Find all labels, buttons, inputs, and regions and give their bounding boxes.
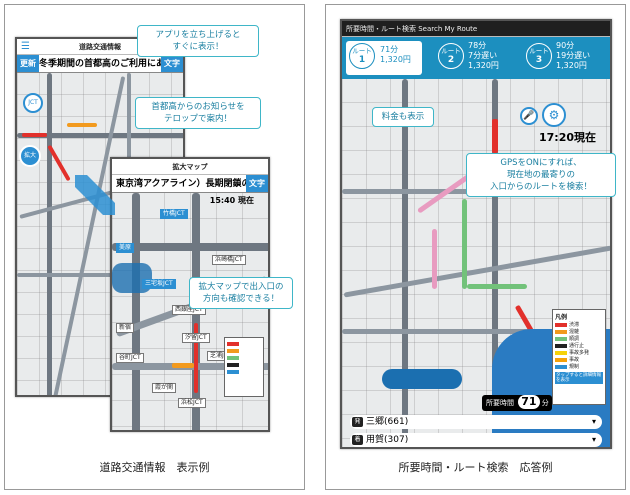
destination-text: 用賀(307) bbox=[366, 435, 409, 445]
callout-telop: 首都高からのお知らせを テロップで案内！ bbox=[135, 97, 261, 129]
right-caption: 所要時間・ルート検索 応答例 bbox=[398, 461, 553, 474]
refresh-tag[interactable]: 更新 bbox=[17, 55, 39, 72]
label-takebashi: 竹橋JCT bbox=[160, 209, 188, 219]
legend-note: タップすると詳細情報を表示 bbox=[555, 372, 603, 384]
news-ticker[interactable]: 更新 冬季期間の首都高のご利用にあたっ 文字 bbox=[17, 55, 183, 73]
route-2-time: 78分 bbox=[468, 41, 487, 50]
traffic-title: 道路交通情報 bbox=[79, 43, 121, 51]
route-legend[interactable]: 凡例 渋滞 混雑 順調 通行止 事故多発 事故 規制 タップすると詳細情報を表示 bbox=[552, 309, 606, 405]
label-tanimachi: 谷町JCT bbox=[116, 353, 144, 363]
label-shiodome: 汐留JCT bbox=[182, 333, 210, 343]
text-tag[interactable]: 文字 bbox=[161, 55, 183, 72]
zoom-time: 15:40 現在 bbox=[209, 196, 254, 205]
arrow-icon bbox=[75, 175, 115, 215]
zoom-text-tag[interactable]: 文字 bbox=[246, 175, 268, 192]
callout-fare: 料金も表示 bbox=[372, 107, 434, 127]
origin-field[interactable]: 発 三郷(661) ▾ bbox=[350, 415, 602, 429]
destination-tag: 着 bbox=[352, 435, 363, 445]
label-hamamatsu: 浜松JCT bbox=[178, 398, 206, 408]
route-time: 17:20現在 bbox=[538, 131, 596, 144]
legend-title: 凡例 bbox=[555, 314, 568, 321]
callout-gps: GPSをONにすれば、 現在地の最寄りの 入口からのルートを検索！ bbox=[466, 153, 616, 197]
origin-text: 三郷(661) bbox=[366, 417, 409, 427]
label-miyakezaka: 三宅坂JCT bbox=[142, 279, 176, 289]
duration-box: 所要時間 71 分 bbox=[482, 395, 552, 411]
gps-icon[interactable]: ⚙ bbox=[542, 103, 566, 127]
zoom-ticker[interactable]: 東京湾アクアライン）長期閉鎖のお 文字 bbox=[112, 175, 268, 193]
menu-icon[interactable]: ☰ bbox=[21, 41, 30, 52]
zoom-map[interactable]: 15:40 現在 竹橋JCT 浜崎橋JCT 三宅坂JCT 西銀座JCT 汐留JC… bbox=[112, 193, 268, 430]
label-nishiginza: 西銀座JCT bbox=[172, 305, 206, 315]
zoom-title: 拡大マップ bbox=[172, 163, 208, 171]
chevron-down-icon[interactable]: ▾ bbox=[591, 417, 596, 426]
route-1-time: 71分 bbox=[380, 45, 399, 54]
callout-launch: アプリを立ち上げると すぐに表示！ bbox=[137, 25, 259, 57]
label-hamazakibashi: 浜崎橋JCT bbox=[212, 255, 246, 265]
voice-icon[interactable]: 🎤 bbox=[520, 107, 538, 125]
label-shinjuku: 新宿 bbox=[116, 323, 135, 333]
route-2-fare: 1,320円 bbox=[468, 61, 499, 70]
label-mihara: 美原 bbox=[116, 243, 135, 253]
zoom-button[interactable]: 拡大 bbox=[19, 145, 41, 167]
ticker-text: 冬季期間の首都高のご利用にあたっ bbox=[39, 59, 183, 69]
route-2-delay: 7分遅い bbox=[468, 51, 498, 60]
zoom-ticker-text: 東京湾アクアライン）長期閉鎖のお bbox=[116, 179, 260, 189]
origin-tag: 発 bbox=[352, 417, 363, 427]
route-3-time: 90分 bbox=[556, 41, 575, 50]
zoom-title-bar: 拡大マップ bbox=[112, 159, 268, 175]
chevron-down-icon[interactable]: ▾ bbox=[591, 435, 596, 444]
route-title-bar: 所要時間・ルート検索 Search My Route bbox=[342, 21, 610, 37]
route-map[interactable]: 17:20現在 🎤 ⚙ 凡例 渋滞 混雑 順調 通行止 事故多発 事故 規制 タ… bbox=[342, 79, 610, 447]
route-3-fare: 1,320円 bbox=[556, 61, 587, 70]
route-3-delay: 19分遅い bbox=[556, 51, 591, 60]
jct-zoom-button[interactable]: JCT bbox=[23, 93, 43, 113]
destination-field[interactable]: 着 用賀(307) ▾ bbox=[350, 433, 602, 447]
duration-value: 71 bbox=[518, 395, 540, 409]
left-panel: ☰ 道路交通情報 更新 冬季期間の首都高のご利用にあたっ 文字 JCT 拡大 拡… bbox=[4, 4, 305, 490]
zoom-legend[interactable] bbox=[224, 337, 264, 397]
label-kasumigaseki: 霞が関 bbox=[152, 383, 177, 393]
route-title: 所要時間・ルート検索 Search My Route bbox=[346, 25, 478, 33]
left-caption: 道路交通情報 表示例 bbox=[99, 461, 210, 474]
route-1-fare: 1,320円 bbox=[380, 55, 411, 64]
callout-zoom: 拡大マップで出入口の 方向も確認できる！ bbox=[189, 277, 293, 309]
